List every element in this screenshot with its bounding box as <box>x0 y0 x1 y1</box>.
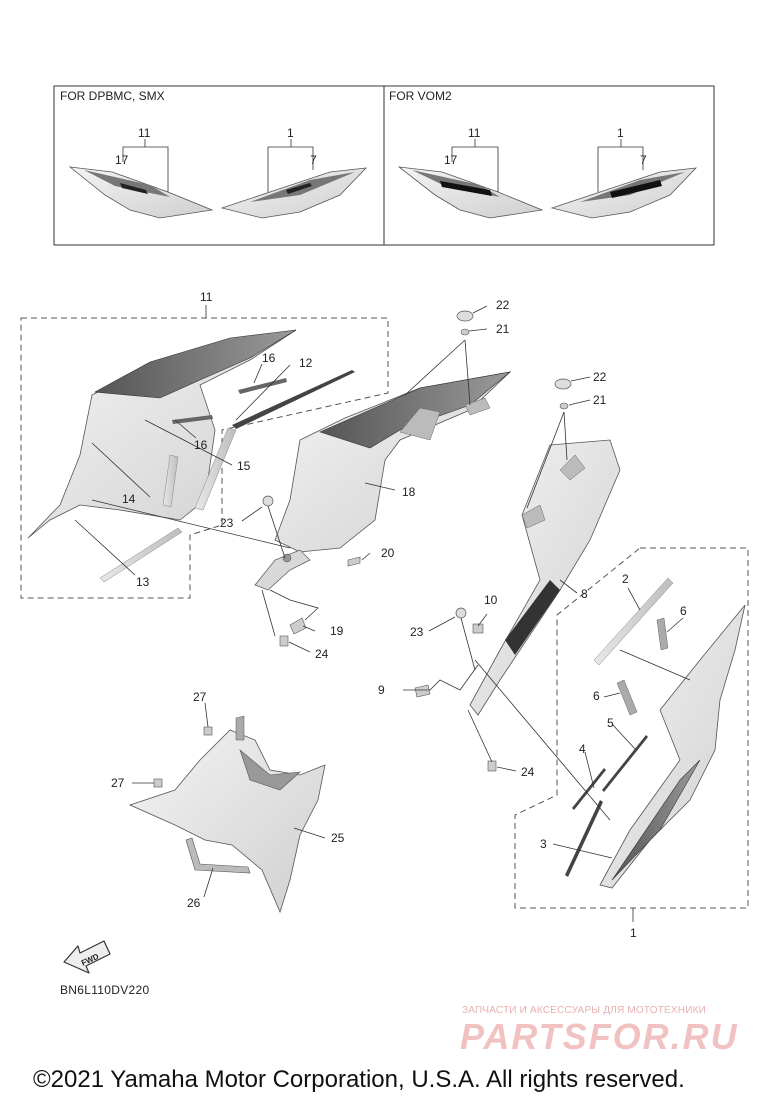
clip-20 <box>347 556 361 567</box>
callout-26: 26 <box>187 896 201 910</box>
callout-23-left: 23 <box>220 516 234 530</box>
screw-24-right <box>487 760 497 772</box>
callout-4: 4 <box>579 742 586 756</box>
variant-leaders-dpbmc <box>122 139 314 192</box>
under-cowl-25 <box>128 715 326 914</box>
callout-24-left: 24 <box>315 647 329 661</box>
callout-25: 25 <box>331 831 345 845</box>
collar-21-right <box>559 402 569 410</box>
collar-21-top <box>460 328 470 336</box>
callout-18: 18 <box>402 485 416 499</box>
right-side-cowl <box>599 604 746 889</box>
decal-16-upper <box>238 378 287 394</box>
callout-12: 12 <box>299 356 313 370</box>
screw-27-upper <box>203 726 213 736</box>
strip-12 <box>232 370 355 429</box>
screw-23-right <box>455 607 467 619</box>
callout-3: 3 <box>540 837 547 851</box>
callout-22-top: 22 <box>496 298 510 312</box>
callout-22-right: 22 <box>593 370 607 384</box>
clip-10 <box>472 623 484 634</box>
callout-14: 14 <box>122 492 136 506</box>
callout-1: 1 <box>630 926 637 940</box>
callout-7-box1: 7 <box>310 153 317 167</box>
variant-panel-right-vom2 <box>550 167 698 219</box>
screw-22-top <box>456 310 474 322</box>
callout-13: 13 <box>136 575 150 589</box>
screw-27-lower <box>153 778 163 788</box>
callout-8: 8 <box>581 587 588 601</box>
callout-19: 19 <box>330 624 344 638</box>
left-side-cowl <box>27 329 297 539</box>
decal-6-lower <box>616 679 638 716</box>
clip-19 <box>289 617 307 635</box>
screw-23-left <box>262 495 274 507</box>
callout-17-box2: 17 <box>444 153 458 167</box>
screw-22-right <box>554 378 572 390</box>
callout-1-box2: 1 <box>617 126 624 140</box>
strip-2 <box>593 577 674 666</box>
copyright-notice: ©2021 Yamaha Motor Corporation, U.S.A. A… <box>33 1066 685 1093</box>
inner-panel-18 <box>274 371 512 553</box>
strip-5 <box>602 735 648 792</box>
bracket-lower <box>254 549 311 591</box>
strip-14 <box>162 454 179 508</box>
clip-9 <box>414 684 431 698</box>
strip-4 <box>572 768 606 810</box>
callout-27-lower: 27 <box>111 776 125 790</box>
variant-panel-right-dpbmc <box>220 167 368 219</box>
variant-box-frame <box>53 85 715 246</box>
watermark-tagline: ЗАПЧАСТИ И АКСЕССУАРЫ ДЛЯ МОТОТЕХНИКИ <box>462 1005 707 1016</box>
screw-24-left <box>279 635 289 647</box>
callout-1-box1: 1 <box>287 126 294 140</box>
variant-box-title-vom2: FOR VOM2 <box>389 89 452 103</box>
callout-21-top: 21 <box>496 322 510 336</box>
assembly-boundary-11 <box>20 317 389 599</box>
callout-24-right: 24 <box>521 765 535 779</box>
watermark-logo: PARTSFOR.RU <box>460 1016 739 1057</box>
strip-13 <box>99 527 183 583</box>
diagram-code: BN6L110DV220 <box>60 983 150 997</box>
strip-3 <box>565 800 603 877</box>
strip-15 <box>194 427 237 511</box>
callout-11-box1: 11 <box>138 126 151 140</box>
callout-16-lower: 16 <box>194 438 208 452</box>
callout-15: 15 <box>237 459 251 473</box>
assembly-boundary-1 <box>514 547 749 909</box>
variant-box-title-dpbmc: FOR DPBMC, SMX <box>60 89 165 103</box>
variant-leaders-vom2 <box>451 139 644 192</box>
callout-23-right: 23 <box>410 625 424 639</box>
callout-20: 20 <box>381 546 395 560</box>
callout-11: 11 <box>200 290 213 304</box>
callout-5: 5 <box>607 716 614 730</box>
callout-6-upper: 6 <box>680 604 687 618</box>
callout-27-upper: 27 <box>193 690 207 704</box>
callout-9: 9 <box>378 683 385 697</box>
callout-17-box1: 17 <box>115 153 129 167</box>
callout-7-box2: 7 <box>640 153 647 167</box>
callout-6-lower: 6 <box>593 689 600 703</box>
leader-lines <box>74 305 691 898</box>
variant-panel-left-dpbmc <box>68 166 214 219</box>
callout-2: 2 <box>622 572 629 586</box>
decal-16-lower <box>172 415 213 424</box>
strip-26 <box>185 837 251 874</box>
fwd-arrow-icon: FWD <box>63 940 111 974</box>
callout-10: 10 <box>484 593 498 607</box>
variant-panel-left-vom2 <box>397 166 544 219</box>
callout-16-upper: 16 <box>262 351 276 365</box>
callout-11-box2: 11 <box>468 126 481 140</box>
center-brace-8 <box>469 439 621 716</box>
callout-21-right: 21 <box>593 393 607 407</box>
decal-6-upper <box>656 617 669 651</box>
